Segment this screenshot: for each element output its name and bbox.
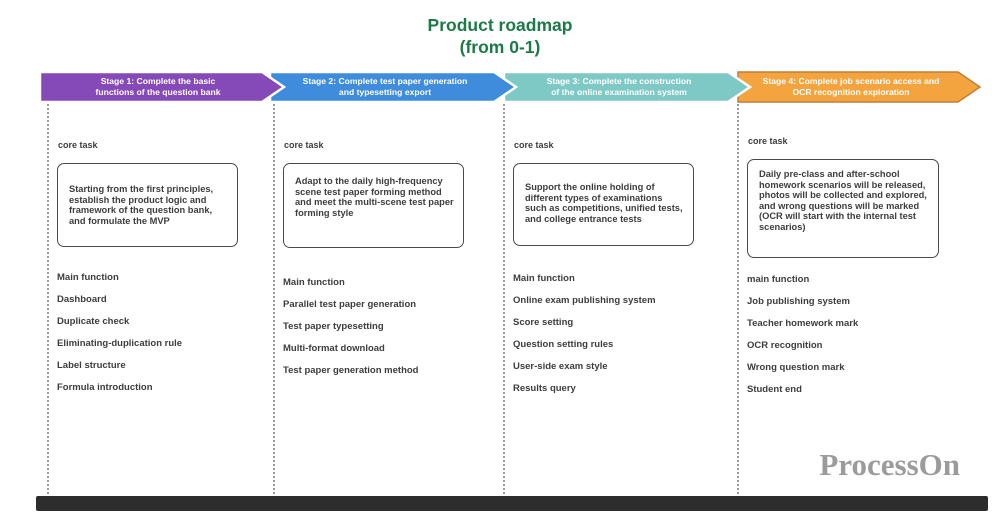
bottom-bar [36,496,988,511]
core-task-text: Support the online holding of different … [525,182,683,224]
core-task-text: Daily pre-class and after-school homewor… [759,169,927,232]
list-item: Eliminating-duplication rule [57,338,183,349]
stage4-arrow [737,71,982,103]
list-item: Student end [747,384,802,395]
stage3-column: core task Support the online holding of … [513,140,694,405]
core-task-text: Starting from the first principles, esta… [69,184,214,226]
column-divider [47,104,49,494]
core-task-box: Daily pre-class and after-school homewor… [747,159,939,258]
core-task-label: core task [58,140,98,150]
core-task-box: Starting from the first principles, esta… [57,163,238,247]
stage1-banner-label: Stage 1: Complete the basic functions of… [50,72,266,102]
list-item: Main function [283,277,345,288]
stage3-arrow [502,70,753,104]
stage1-arrow [38,70,287,104]
list-item: Multi-format download [283,343,385,354]
stage-arrows [38,70,982,104]
core-task-label: core task [284,140,324,150]
list-item: User-side exam style [513,361,608,372]
stage4-banner-line1: Stage 4: Complete job scenario access an… [762,76,940,86]
core-task-label: core task [514,140,554,150]
list-item: Duplicate check [57,316,130,327]
list-item: Main function [57,272,119,283]
column-divider [503,104,505,494]
list-item: Online exam publishing system [513,295,656,306]
page-title: Product roadmap (from 0-1) [0,14,1000,58]
list-item: Main function [513,273,575,284]
function-list: main function Job publishing system Teac… [747,274,939,395]
stage1-banner-line2: functions of the question bank [95,87,221,97]
list-item: Score setting [513,317,574,328]
stage1-column: core task Starting from the first princi… [57,140,238,404]
list-item: Label structure [57,360,126,371]
stage2-banner-line1: Stage 2: Complete test paper generation [302,76,468,86]
core-task-box: Support the online holding of different … [513,163,694,246]
list-item: Formula introduction [57,382,153,393]
stage1-banner-line1: Stage 1: Complete the basic [100,76,216,86]
column-divider [737,104,739,494]
list-item: Parallel test paper generation [283,299,417,310]
list-item: Teacher homework mark [747,318,859,329]
stage3-banner-line1: Stage 3: Complete the construction [546,76,692,86]
function-list: Main function Parallel test paper genera… [283,277,464,376]
stage2-column: core task Adapt to the daily high-freque… [283,140,464,387]
list-item: OCR recognition [747,340,823,351]
title-line2: (from 0-1) [459,37,541,57]
list-item: Job publishing system [747,296,850,307]
list-item: Wrong question mark [747,362,845,373]
stage4-banner-label: Stage 4: Complete job scenario access an… [744,72,958,102]
stage3-banner-label: Stage 3: Complete the construction of th… [510,72,728,102]
list-item: Results query [513,383,576,394]
stage3-banner-line2: of the online examination system [551,87,687,97]
list-item: Test paper generation method [283,365,419,376]
list-item: Dashboard [57,294,107,305]
list-item: Question setting rules [513,339,614,350]
stage2-banner-label: Stage 2: Complete test paper generation … [276,72,494,102]
processon-watermark: ProcessOn [819,447,960,482]
core-task-text: Adapt to the daily high-frequency scene … [295,176,454,218]
core-task-label: core task [748,136,788,146]
function-list: Main function Dashboard Duplicate check … [57,272,238,393]
column-divider [273,104,275,494]
core-task-box: Adapt to the daily high-frequency scene … [283,163,464,248]
stage4-banner-line2: OCR recognition exploration [792,87,910,97]
stage4-column: core task Daily pre-class and after-scho… [747,136,939,406]
list-item: main function [747,274,810,285]
function-list: Main function Online exam publishing sys… [513,273,694,394]
stage2-banner-line2: and typesetting export [338,87,432,97]
title-line1: Product roadmap [427,15,573,35]
list-item: Test paper typesetting [283,321,384,332]
